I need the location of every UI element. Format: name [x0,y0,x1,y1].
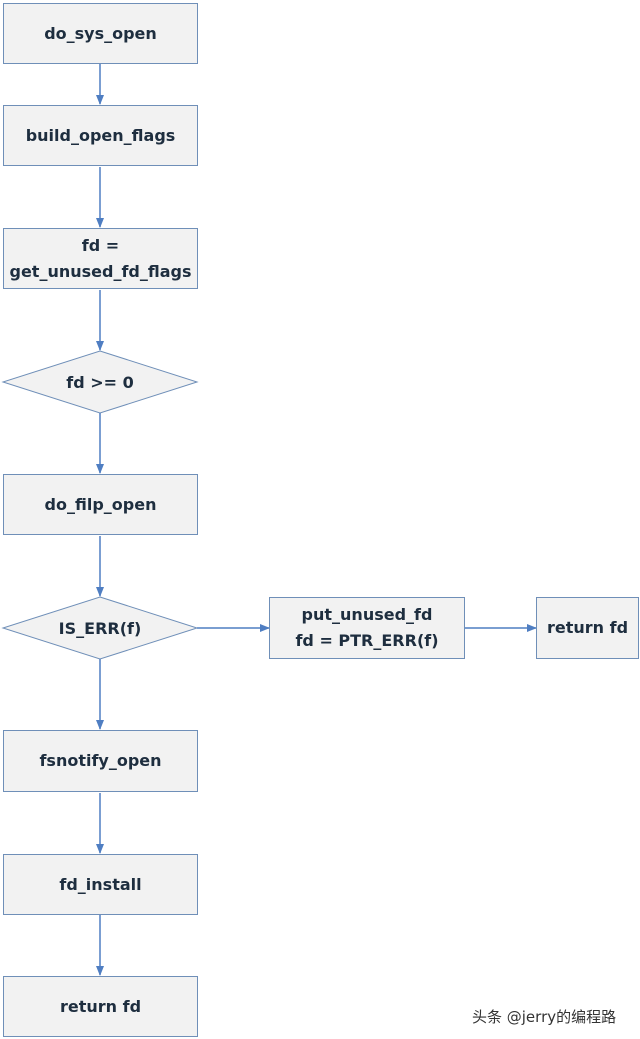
node-label: IS_ERR(f) [58,618,142,638]
node-label-line2: fd = PTR_ERR(f) [295,631,439,650]
node-is-err-label: IS_ERR(f) [3,597,197,659]
node-label: return fd [59,996,142,1016]
node-fd-assign: fd = get_unused_fd_flags [3,228,198,289]
node-label: do_sys_open [44,23,157,43]
node-build-open-flags: build_open_flags [3,105,198,166]
node-do-sys-open: do_sys_open [3,3,198,64]
node-do-filp-open: do_filp_open [3,474,198,535]
node-label-line1: fd = [81,235,120,255]
node-fd-check-label: fd >= 0 [3,351,197,413]
node-label: do_filp_open [44,494,157,514]
node-fsnotify-open: fsnotify_open [3,730,198,792]
node-return-fd-error: return fd [536,597,639,659]
watermark-text: 头条 @jerry的编程路 [472,1008,617,1026]
node-label-line2: get_unused_fd_flags [9,261,192,281]
node-return-fd: return fd [3,976,198,1037]
node-label: fsnotify_open [39,751,162,770]
node-label: fd_install [59,874,142,894]
node-label-line1: put_unused_fd [301,605,433,624]
node-label: build_open_flags [25,125,176,145]
node-put-unused-fd: put_unused_fd fd = PTR_ERR(f) [269,597,465,659]
node-label: return fd [546,618,629,637]
node-label: fd >= 0 [66,372,134,392]
node-fd-install: fd_install [3,854,198,915]
